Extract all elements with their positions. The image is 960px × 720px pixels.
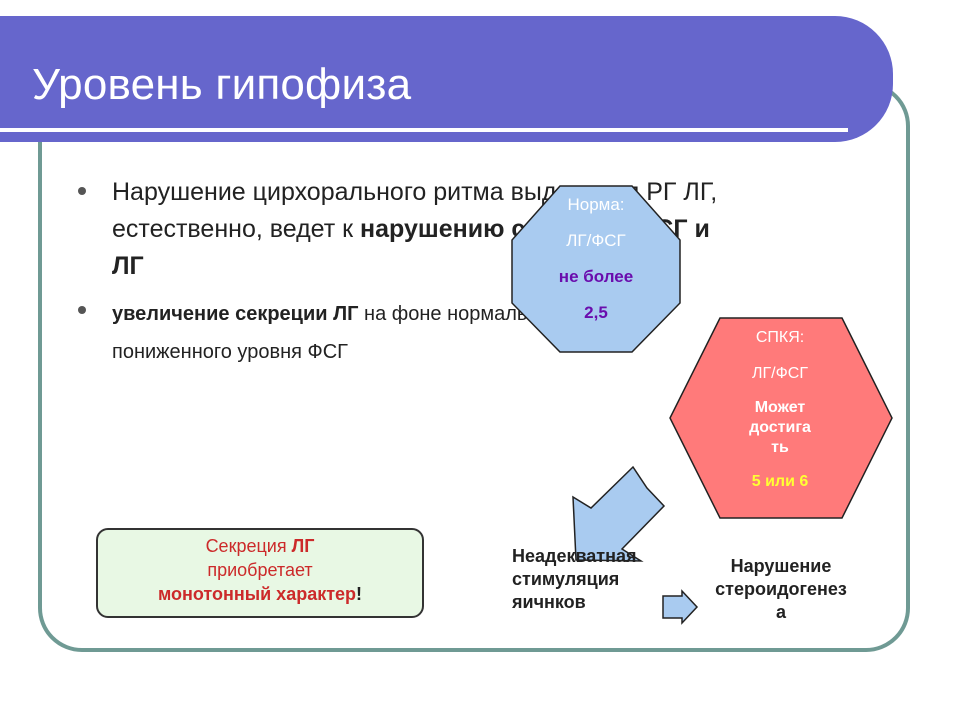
flow-right-line-1: Нарушение [730, 556, 832, 576]
pcos-text-line-3: ть [771, 439, 789, 456]
bullet-2-emphasis: увеличение секреции ЛГ [112, 303, 359, 325]
flow-left-line-3: яичнков [512, 592, 586, 612]
pcos-value: 5 или 6 [751, 473, 809, 490]
pcos-text-line-1: Может [754, 399, 806, 416]
norm-label: Норма: [567, 195, 625, 214]
norm-limit: не более [558, 267, 634, 286]
flow-left-line-1: Неадекватная [512, 546, 637, 566]
bullet-2-line-2: пониженного уровня ФСГ [112, 341, 348, 363]
slide-title: Уровень гипофиза [32, 60, 412, 109]
lh-box-line-2: приобретает [207, 560, 313, 580]
down-left-arrow [572, 465, 666, 562]
lh-secretion-box: Секреция ЛГ приобретает монотонный харак… [96, 528, 424, 618]
norm-octagon: Норма: ЛГ/ФСГ не более 2,5 [518, 195, 674, 323]
norm-octagon-shape [511, 185, 681, 353]
flow-right: Нарушение стероидогенез а [706, 555, 856, 624]
flow-right-line-2: стероидогенез [715, 579, 847, 599]
norm-value: 2,5 [584, 303, 608, 322]
lh-box-prefix: Секреция [205, 536, 292, 556]
lh-box-exclamation: ! [356, 584, 363, 604]
lh-box-emphasis: монотонный характер [157, 584, 357, 604]
right-arrow [662, 589, 699, 625]
pcos-hexagon: СПКЯ: ЛГ/ФСГ Может достига ть 5 или 6 [700, 328, 860, 492]
pcos-label: СПКЯ: [755, 329, 805, 346]
bullet-dot [78, 306, 86, 314]
flow-left: Неадекватная стимуляция яичнков [512, 545, 682, 614]
lh-box-line-1: Секреция ЛГ [98, 534, 422, 558]
bullet-dot [78, 187, 86, 195]
pcos-text-line-2: достига [749, 419, 811, 436]
flow-left-line-2: стимуляция [512, 569, 620, 589]
bullet-1-line-3: ЛГ [112, 252, 144, 280]
pcos-ratio: ЛГ/ФСГ [752, 365, 808, 382]
pcos-hexagon-shape [669, 317, 893, 519]
lh-box-lh: ЛГ [291, 536, 315, 556]
title-underline [0, 128, 848, 132]
flow-right-line-3: а [775, 602, 786, 622]
norm-ratio: ЛГ/ФСГ [566, 231, 626, 250]
bullet-1-text: естественно, ведет к [112, 215, 361, 243]
title-bar: Уровень гипофиза [0, 16, 893, 142]
lh-box-line-3: монотонный характер! [98, 582, 422, 606]
